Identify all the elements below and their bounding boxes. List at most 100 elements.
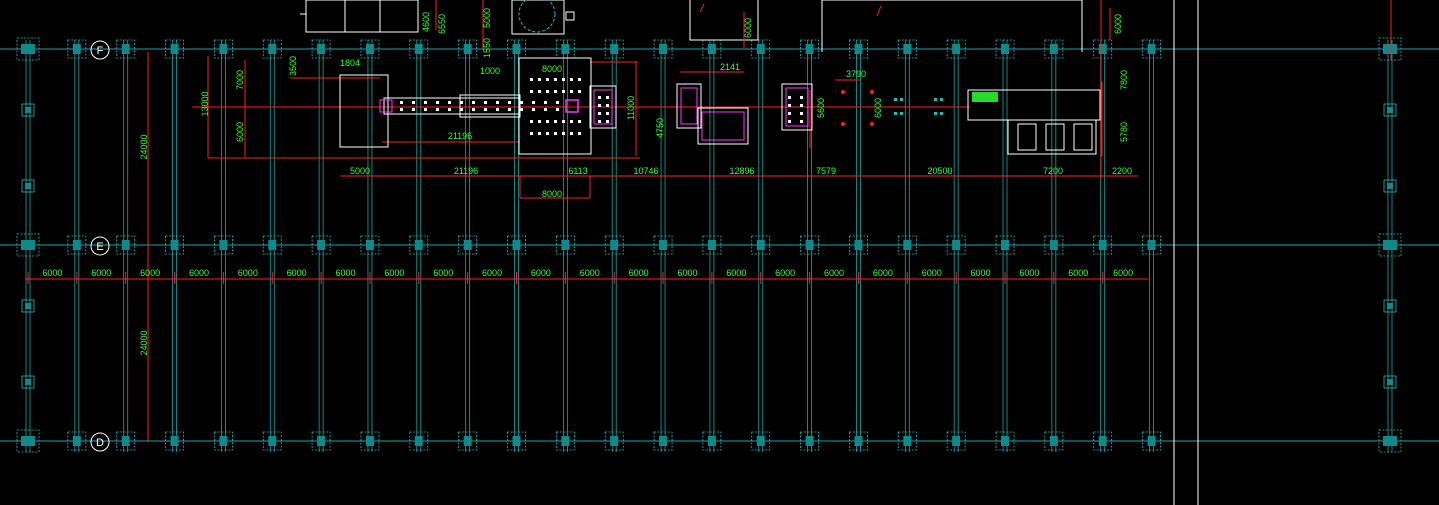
column-marker xyxy=(72,436,81,446)
dimension-texts: 4600 6550 5000 1550 6000 6000 1804 3500 … xyxy=(200,8,1129,199)
column-outline xyxy=(946,235,966,255)
column-outline xyxy=(262,431,282,451)
column-outline xyxy=(897,431,917,451)
grid-axis-D: D xyxy=(90,432,110,452)
column-marker xyxy=(805,436,814,446)
column-marker xyxy=(903,44,912,54)
column-marker xyxy=(121,44,130,54)
bay-spacing-label: 6000 xyxy=(726,268,746,278)
column-outline xyxy=(311,235,331,255)
building-outline-top-left xyxy=(300,0,419,33)
column-marker xyxy=(365,44,374,54)
column-outline xyxy=(800,235,819,255)
column-outline xyxy=(21,179,35,193)
silo-dot xyxy=(800,96,803,99)
column-marker xyxy=(1387,379,1393,385)
column-marker xyxy=(952,44,961,54)
conveyor-dot xyxy=(484,108,487,111)
axis-bubble xyxy=(90,236,110,256)
column-marker xyxy=(854,240,863,250)
conveyor-dot xyxy=(496,101,499,104)
column-marker xyxy=(952,436,961,446)
conveyor-dot xyxy=(472,108,475,111)
conveyor-dot xyxy=(544,108,547,111)
house-dot xyxy=(554,78,557,81)
axis-label: F xyxy=(97,45,104,57)
conveyor-dot xyxy=(436,108,439,111)
column-outline xyxy=(604,235,624,255)
bay-spacing-label: 6000 xyxy=(775,268,795,278)
column-outline xyxy=(751,431,771,451)
chain-dimension-label: 7579 xyxy=(816,166,836,176)
column-outline xyxy=(165,431,184,451)
silo-dot xyxy=(800,112,803,115)
conveyor-dot xyxy=(460,108,463,111)
column-marker xyxy=(170,436,179,446)
column-marker xyxy=(659,240,668,250)
column-outline xyxy=(262,235,282,255)
bay-spacing-label: 6000 xyxy=(580,268,600,278)
house-dot xyxy=(578,90,581,93)
house-dot xyxy=(562,132,565,135)
dim-3500: 3500 xyxy=(288,56,298,76)
silo-dot xyxy=(606,104,609,107)
column-marker xyxy=(561,44,570,54)
conveyor-gallery xyxy=(379,94,521,118)
column-marker xyxy=(659,44,668,54)
column-marker xyxy=(1383,436,1397,446)
column-outline xyxy=(1044,431,1064,451)
dim-5780: 5780 xyxy=(1119,122,1129,142)
column-outline xyxy=(1044,39,1064,59)
dim-6550: 6550 xyxy=(437,14,447,34)
bay-spacing-label: 6000 xyxy=(1019,268,1039,278)
conveyor-dot xyxy=(448,101,451,104)
bay-spacing-label: 6000 xyxy=(91,268,111,278)
column-outline xyxy=(311,39,331,59)
column-outline xyxy=(507,431,526,451)
conveyor-dot xyxy=(520,108,523,111)
conveyor-dot xyxy=(520,101,523,104)
equipment-building-right xyxy=(967,89,1101,155)
column-marker xyxy=(21,44,35,54)
column-outline xyxy=(116,39,136,59)
column-outline xyxy=(1378,37,1402,61)
dimension-lines xyxy=(25,0,1148,442)
column-outline xyxy=(995,39,1015,59)
bay-spacing-label: 6000 xyxy=(677,268,697,278)
conveyor-dot xyxy=(496,108,499,111)
house-dot xyxy=(562,90,565,93)
conveyor-dot xyxy=(448,108,451,111)
column-outline xyxy=(458,235,478,255)
dim-6000-b: 6000 xyxy=(1113,14,1123,34)
column-marker xyxy=(610,436,619,446)
conveyor-dot xyxy=(412,101,415,104)
column-outline xyxy=(849,39,868,59)
column-marker xyxy=(1049,44,1058,54)
house-dot xyxy=(538,78,541,81)
column-marker xyxy=(365,436,374,446)
column-outline xyxy=(16,429,40,453)
bay-spacing-label: 6000 xyxy=(287,268,307,278)
column-outline xyxy=(360,39,380,59)
column-marker xyxy=(414,240,423,250)
axis-label: E xyxy=(96,241,103,253)
column-marker xyxy=(25,379,31,385)
house-dot xyxy=(546,132,549,135)
column-marker xyxy=(512,436,521,446)
column-marker xyxy=(1001,436,1009,446)
column-outline xyxy=(458,431,478,451)
conveyor-dot xyxy=(484,101,487,104)
column-outline xyxy=(458,39,478,59)
column-marker xyxy=(756,240,765,250)
column-marker xyxy=(805,44,814,54)
column-marker xyxy=(805,240,814,250)
conveyor-dot xyxy=(556,101,559,104)
column-marker xyxy=(610,44,619,54)
column-marker xyxy=(25,303,31,309)
column-marker xyxy=(317,44,326,54)
column-marker xyxy=(463,240,472,250)
bay-spacing-label: 6000 xyxy=(971,268,991,278)
silo-a xyxy=(589,85,617,129)
silo-dot xyxy=(788,96,791,99)
